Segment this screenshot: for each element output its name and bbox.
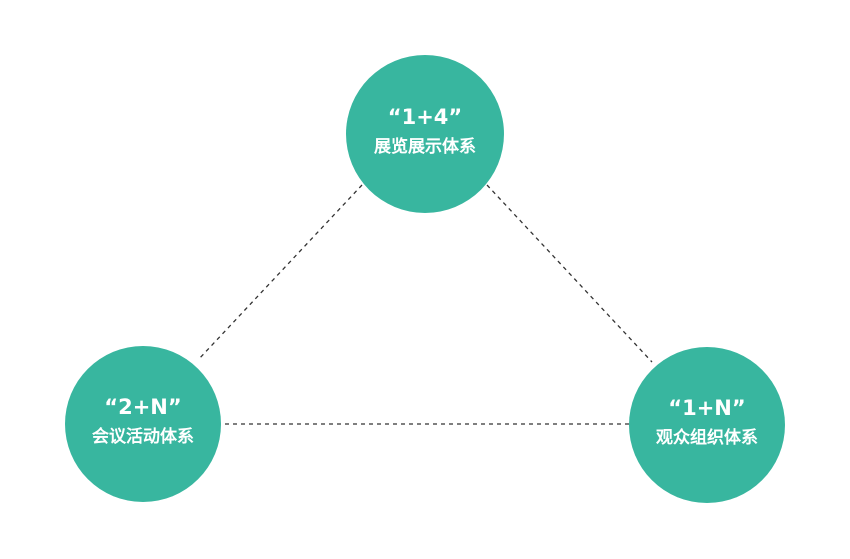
node-right-title: “1+N” [668,396,745,420]
node-top-title: “1+4” [388,105,462,129]
node-right: “1+N” 观众组织体系 [629,347,785,503]
node-left: “2+N” 会议活动体系 [65,346,221,502]
node-left-subtitle: 会议活动体系 [92,426,194,447]
connector-top-right [486,184,653,363]
node-right-subtitle: 观众组织体系 [655,427,758,448]
node-top-subtitle: 展览展示体系 [374,136,476,157]
node-top-circle [346,55,504,213]
node-left-circle [65,346,221,502]
node-top: “1+4” 展览展示体系 [346,55,504,213]
connector-top-left [197,184,363,361]
node-right-circle [629,347,785,503]
node-left-title: “2+N” [104,395,181,419]
